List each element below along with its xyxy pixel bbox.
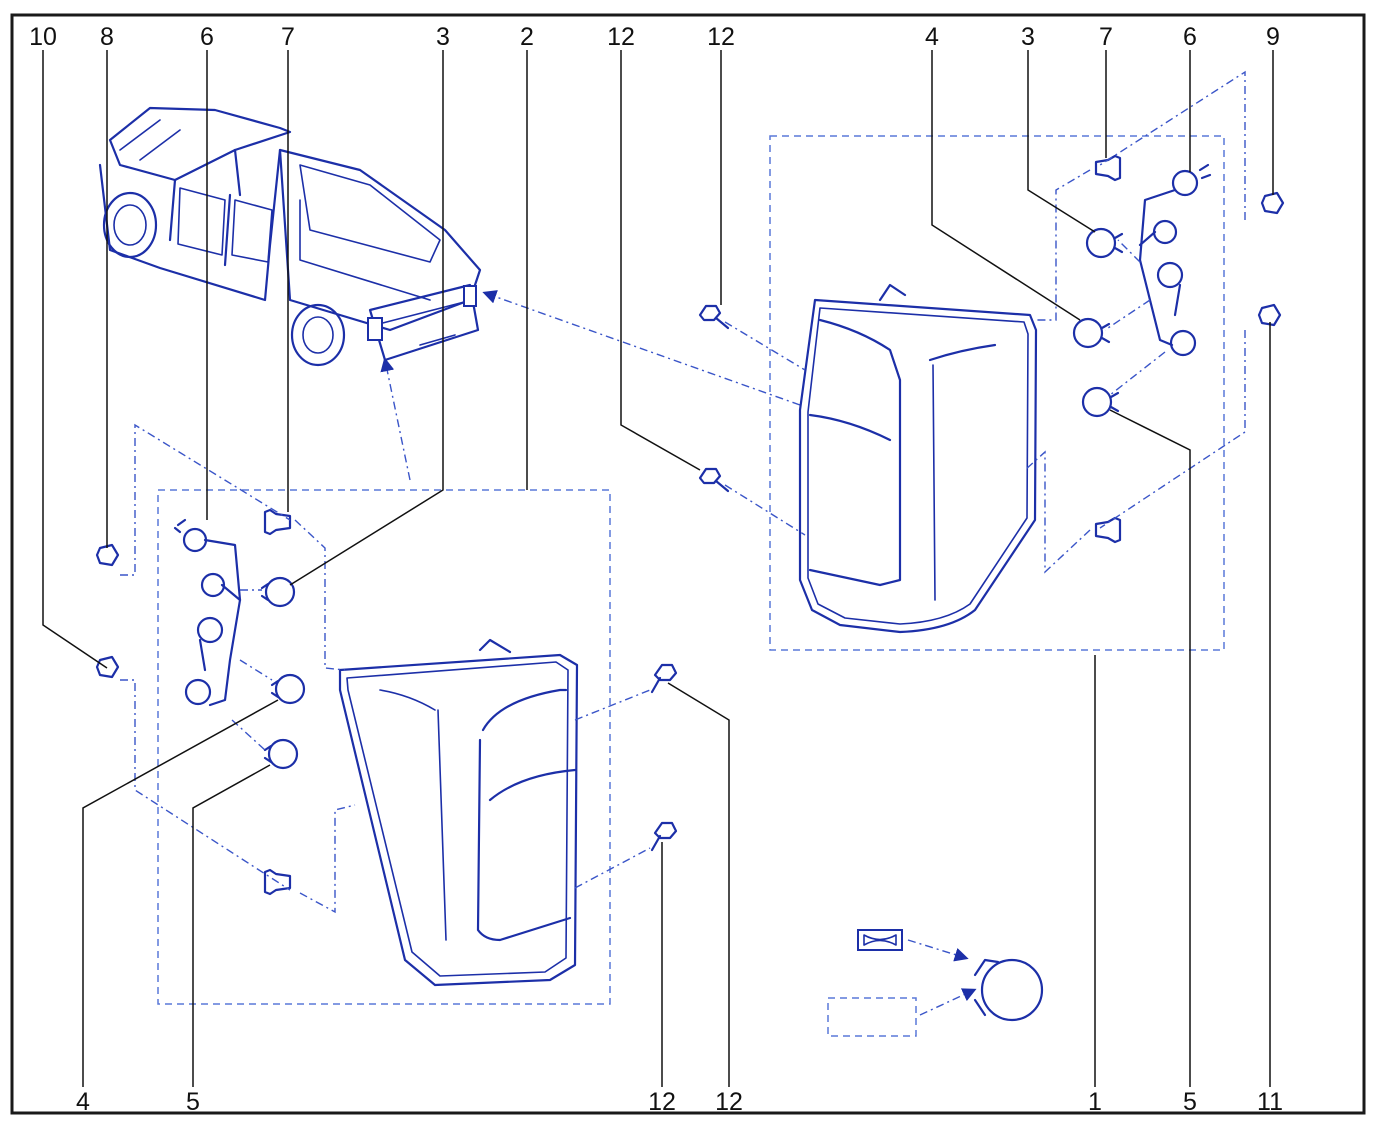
right-tail-lamp xyxy=(798,283,1038,634)
callout-7-top-left: 7 xyxy=(281,23,295,51)
diagram-frame xyxy=(10,13,1366,1115)
pickup-truck-rear-icon xyxy=(98,106,482,367)
bulb-symbol-solid-box-icon xyxy=(857,929,903,951)
callout-9-top: 9 xyxy=(1266,23,1280,51)
callout-7-top-right: 7 xyxy=(1099,23,1113,51)
callout-11-bottom: 11 xyxy=(1257,1088,1283,1116)
large-bulb-icon xyxy=(973,958,1044,1022)
callout-4-bottom: 4 xyxy=(76,1088,90,1116)
callout-12-bottom-a: 12 xyxy=(648,1088,676,1116)
callout-6-top-right: 6 xyxy=(1183,23,1197,51)
callout-6-top-left: 6 xyxy=(200,23,214,51)
callout-3-top-left: 3 xyxy=(436,23,450,51)
callout-12-top-b: 12 xyxy=(707,23,735,51)
callout-12-top-a: 12 xyxy=(607,23,635,51)
right-bulbs xyxy=(1072,227,1124,418)
right-wedge-bulbs xyxy=(1094,154,1122,544)
callout-5-bottom-left: 5 xyxy=(186,1088,200,1116)
callout-10-top: 10 xyxy=(29,23,57,51)
left-screws xyxy=(650,663,678,852)
left-lamp-group-box xyxy=(157,489,611,1005)
callout-numbers-bottom: 4 5 12 12 1 5 11 xyxy=(76,1088,1283,1116)
left-socket-harness xyxy=(173,518,242,707)
right-socket-harness xyxy=(1138,163,1212,357)
callout-2-top: 2 xyxy=(520,23,534,51)
right-screws xyxy=(698,304,730,493)
callout-12-bottom-b: 12 xyxy=(715,1088,743,1116)
callout-5-bottom-right: 5 xyxy=(1183,1088,1197,1116)
callout-8-top: 8 xyxy=(100,23,114,51)
callout-1-bottom: 1 xyxy=(1088,1088,1102,1116)
callout-3-top-right: 3 xyxy=(1021,23,1035,51)
callout-4-top: 4 xyxy=(925,23,939,51)
left-bulbs xyxy=(260,576,306,770)
left-grommets xyxy=(95,543,120,679)
right-lamp-group-box xyxy=(769,135,1225,651)
left-wedge-bulbs xyxy=(263,508,292,896)
callout-leaders xyxy=(42,50,1274,1087)
bulb-symbol-dashed-box-icon xyxy=(827,997,917,1037)
left-tail-lamp xyxy=(338,638,579,987)
right-grommets xyxy=(1257,191,1285,327)
callout-numbers-top: 10 8 6 7 3 2 12 12 4 3 7 6 9 xyxy=(29,23,1280,51)
